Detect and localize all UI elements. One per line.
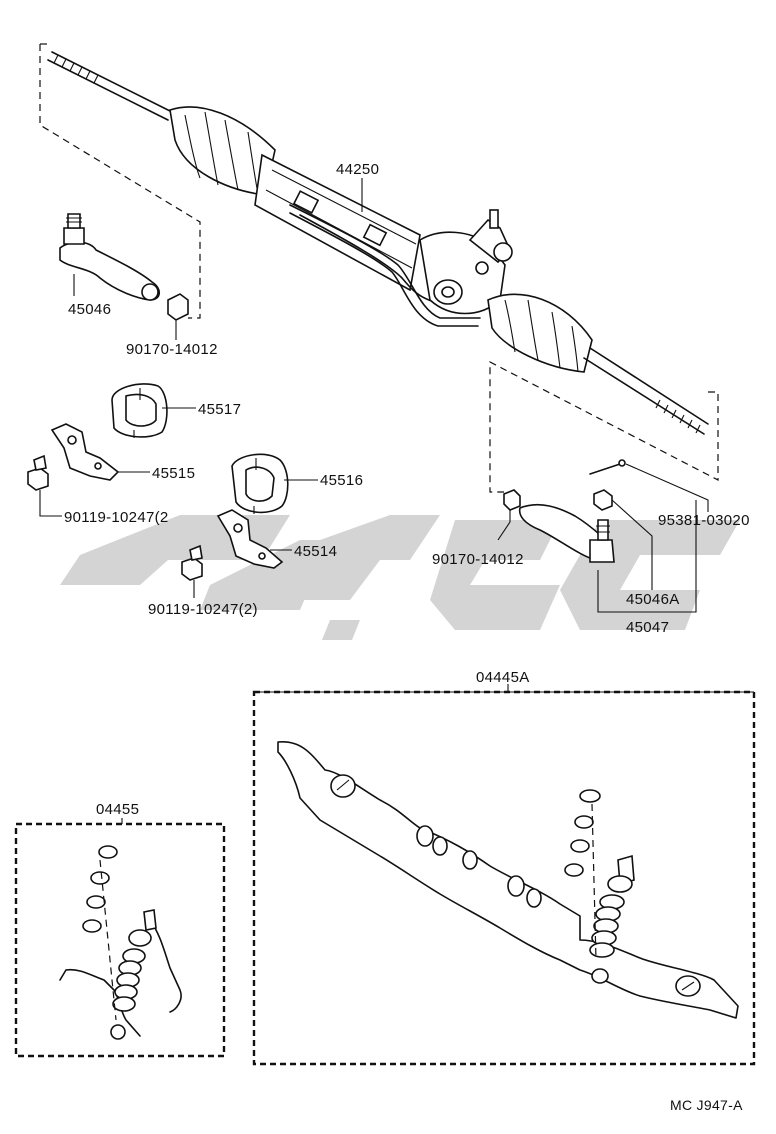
- label-44250: 44250: [336, 161, 379, 178]
- bolt-lower-90119-10247: [181, 544, 203, 598]
- label-04455: 04455: [96, 801, 139, 818]
- diagram-code: MC J947-A: [670, 1097, 743, 1113]
- bolt-upper-90119-10247: [27, 454, 62, 517]
- label-04445A: 04445A: [476, 669, 530, 686]
- leader-dashed-left: [39, 44, 201, 319]
- cotter-pin-95381-03020: [589, 459, 709, 512]
- label-95381-03020: 95381-03020: [658, 512, 750, 529]
- label-45046: 45046: [68, 301, 111, 318]
- label-45047: 45047: [626, 619, 669, 636]
- bushing-45516: [231, 453, 318, 514]
- leader-45047: [597, 500, 697, 613]
- label-90119-10247-lower: 90119-10247(2): [148, 601, 258, 618]
- steering-rack-44250: [39, 43, 709, 435]
- leader-dashed-right: [489, 361, 719, 493]
- label-90170-14012-left: 90170-14012: [126, 341, 218, 358]
- label-90119-10247-upper: 90119-10247(2: [64, 509, 169, 526]
- label-45046A: 45046A: [626, 591, 680, 608]
- label-45515: 45515: [152, 465, 195, 482]
- tie-rod-end-45046A: [518, 489, 653, 590]
- tie-rod-end-45046: [59, 213, 161, 301]
- bracket-45514: [216, 509, 292, 569]
- label-90170-14012-right: 90170-14012: [432, 551, 524, 568]
- bushing-45517: [111, 383, 196, 438]
- kit-04455: [14, 818, 226, 1058]
- bracket-45515: [50, 423, 150, 481]
- nut-right-90170-14012: [497, 489, 521, 541]
- label-45514: 45514: [294, 543, 337, 560]
- kit-04445A: [252, 684, 756, 1066]
- label-45517: 45517: [198, 401, 241, 418]
- label-45516: 45516: [320, 472, 363, 489]
- nut-left-90170-14012: [167, 293, 189, 340]
